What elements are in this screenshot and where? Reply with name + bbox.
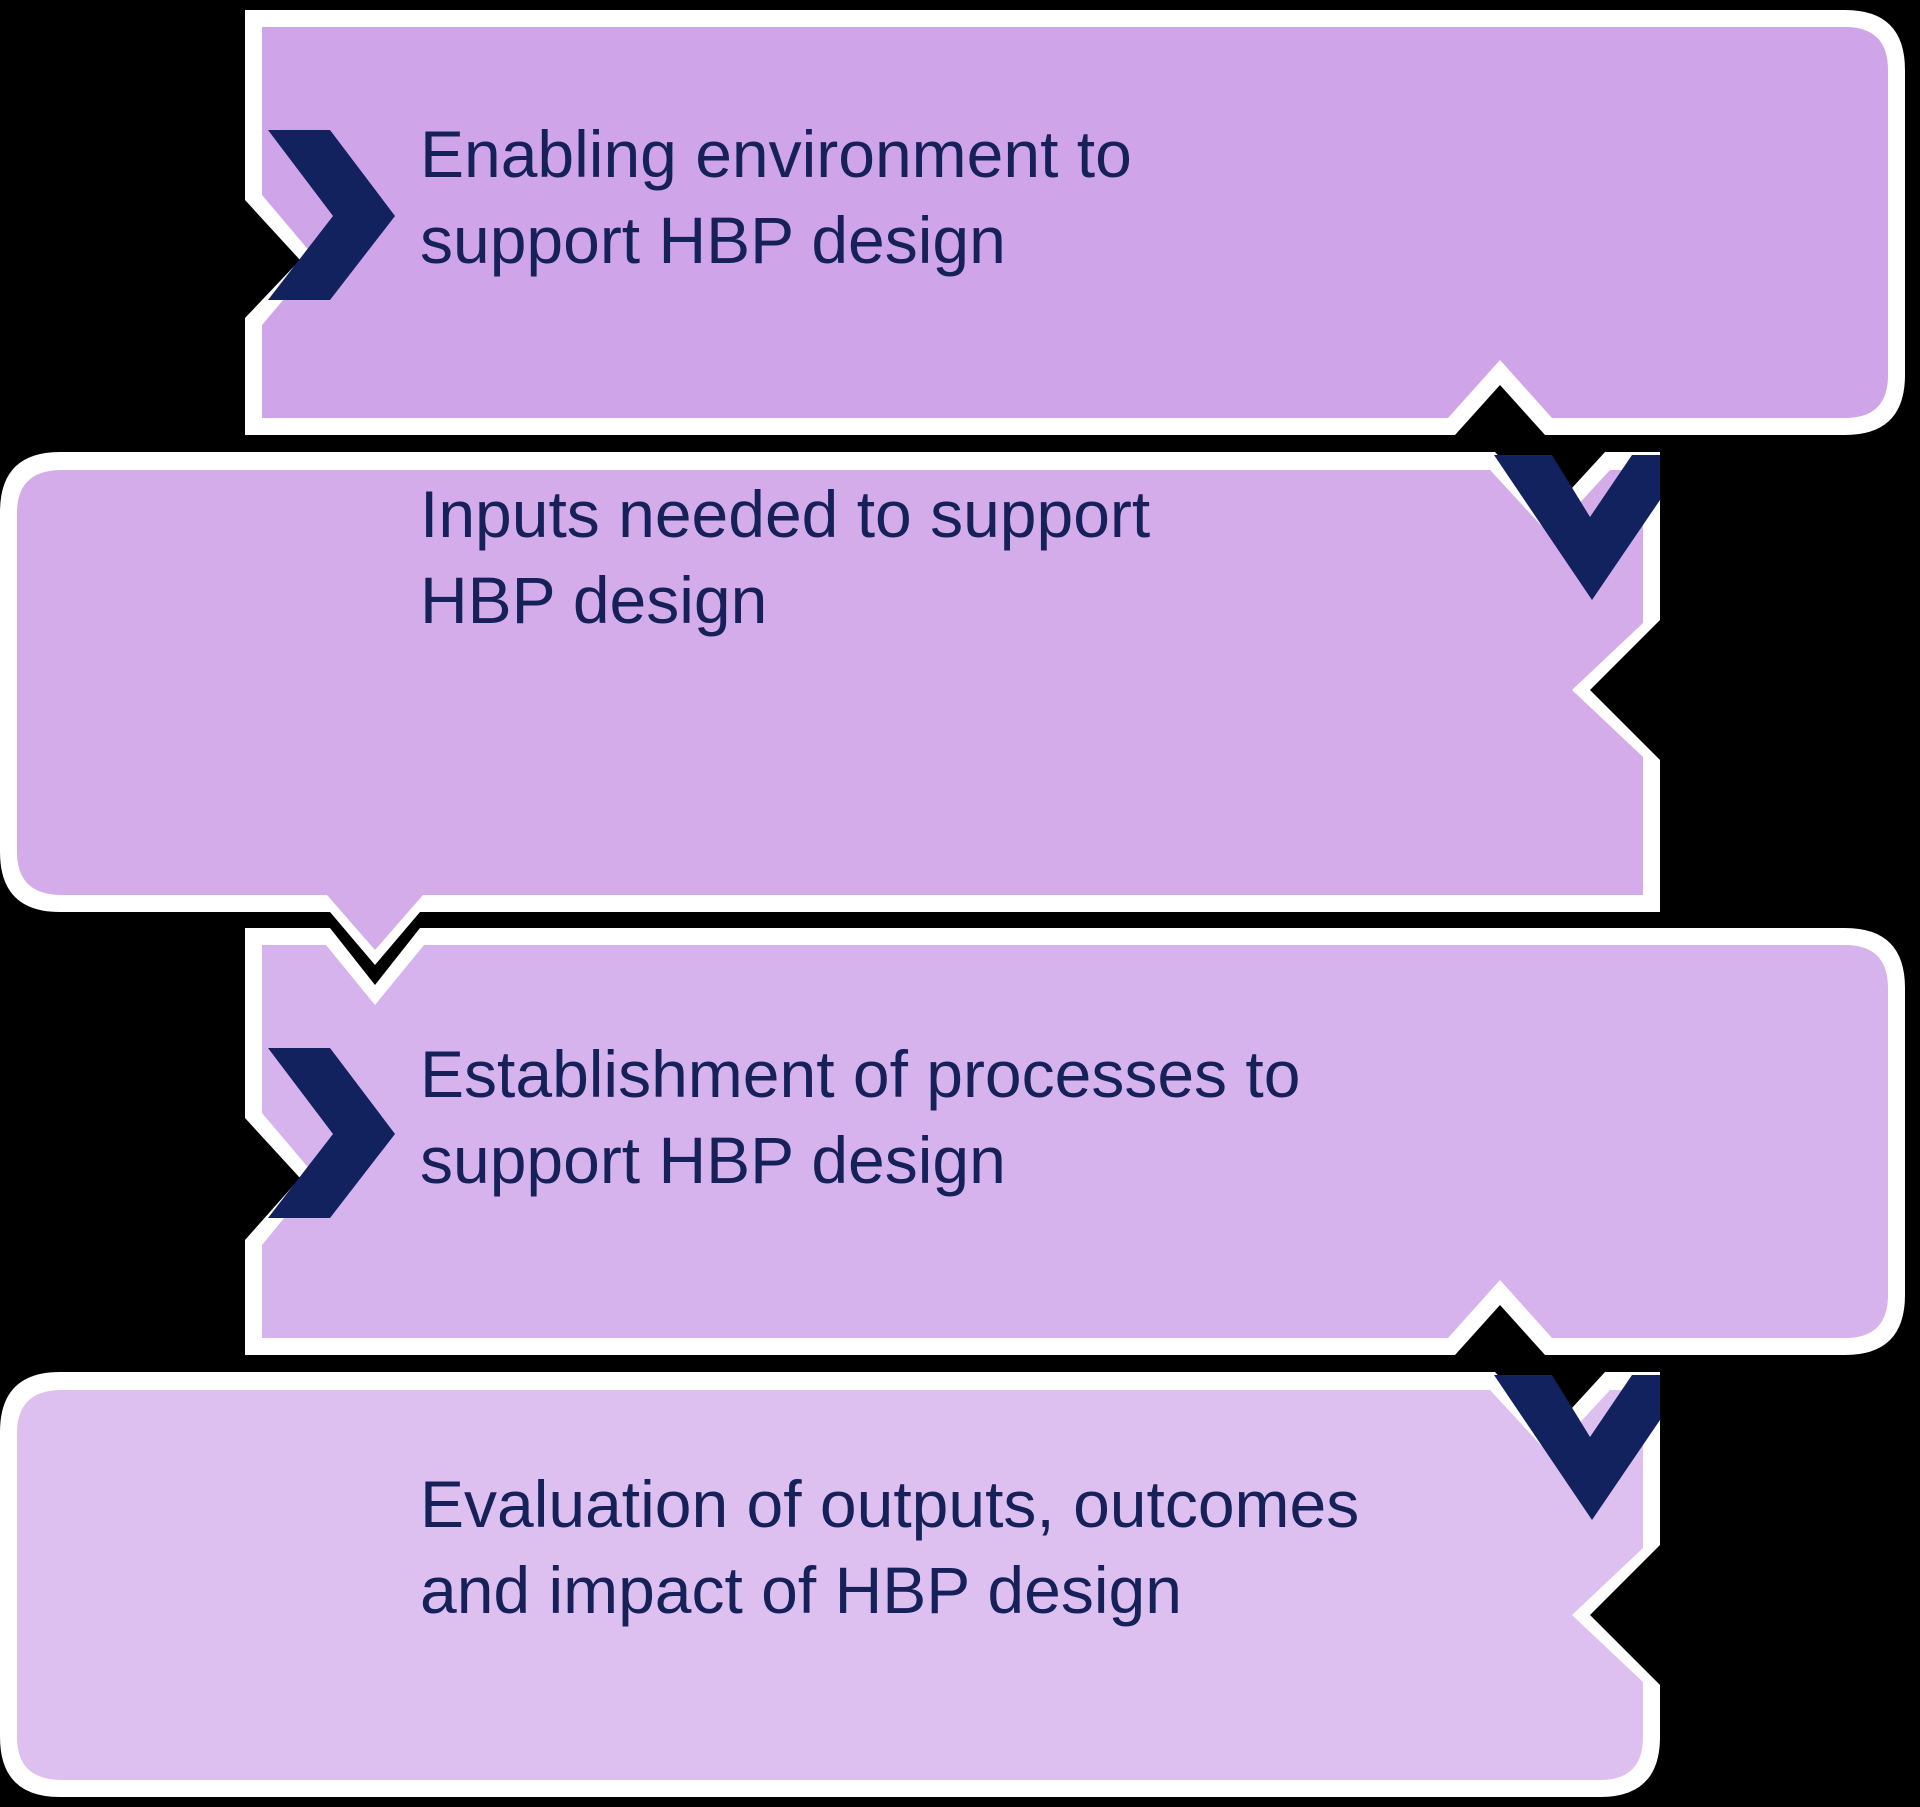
step-box-1[interactable]: Enabling environment to support HBP desi… bbox=[245, 10, 1905, 435]
step-box-2-chevron-down-icon bbox=[1494, 455, 1660, 600]
step-box-2-body bbox=[17, 470, 1643, 950]
step-box-3[interactable]: Establishment of processes to support HB… bbox=[245, 928, 1905, 1355]
step-box-4-label: Evaluation of outputs, outcomes and impa… bbox=[420, 1467, 1378, 1627]
step-box-2-label: Inputs needed to support HBP design bbox=[420, 477, 1169, 637]
step-box-4[interactable]: Evaluation of outputs, outcomes and impa… bbox=[0, 1372, 1660, 1797]
step-box-2[interactable]: Inputs needed to support HBP design bbox=[0, 452, 1660, 965]
step-box-1-chevron-right-icon bbox=[268, 130, 395, 300]
step-box-4-body bbox=[17, 1390, 1643, 1780]
step-box-1-body bbox=[262, 27, 1888, 418]
step-box-3-chevron-right-icon bbox=[268, 1048, 395, 1218]
step-box-4-chevron-down-icon bbox=[1494, 1375, 1660, 1520]
step-box-3-body bbox=[262, 945, 1888, 1338]
step-box-1-label: Enabling environment to support HBP desi… bbox=[420, 117, 1150, 277]
step-box-3-label: Establishment of processes to support HB… bbox=[420, 1037, 1319, 1197]
